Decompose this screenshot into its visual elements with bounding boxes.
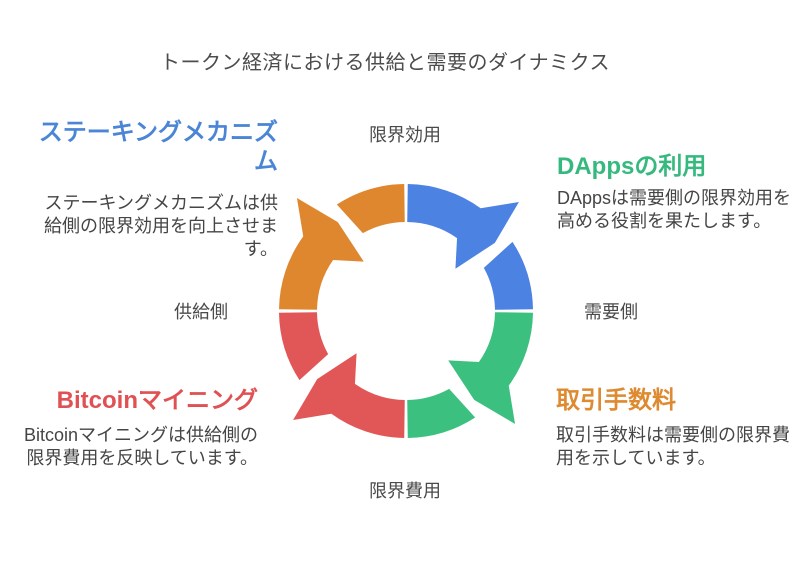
arrow-shape-top-left [279,184,405,310]
arrow-shape-bottom-left [279,312,405,438]
callout-fees: 取引手数料 取引手数料は需要側の限界費 用を示しています。 [556,386,796,470]
callout-dapps-title: DAppsの利用 [557,153,707,180]
label-demand-side: 需要側 [584,302,638,322]
arrow-shape-bottom-right [407,312,533,438]
callout-staking: ステーキングメカニズ ム ステーキングメカニズムは供 給側の限界効用を向上させま… [16,118,278,261]
cycle-diagram [279,184,533,438]
segment-arrow-top-right [407,184,533,310]
arrow-shape-top-right [407,184,533,310]
callout-bitcoin-title: Bitcoinマイニング [56,387,258,414]
callout-fees-body: 取引手数料は需要側の限界費 用を示しています。 [556,425,790,468]
label-supply-side: 供給側 [174,302,228,322]
callout-staking-title: ステーキングメカニズ ム [38,119,278,175]
callout-bitcoin: Bitcoinマイニング Bitcoinマイニングは供給側の 限界費用を反映して… [6,386,258,470]
callout-dapps: DAppsの利用 DAppsは需要側の限界効用を 高める役割を果たします。 [557,152,797,233]
segment-arrow-bottom-right [407,312,533,438]
segment-arrow-top-left [279,184,405,310]
label-marginal-cost: 限界費用 [369,481,441,501]
page-title: トークン経済における供給と需要のダイナミクス [160,52,610,74]
label-marginal-utility: 限界効用 [369,125,441,145]
segment-arrow-bottom-left [279,312,405,438]
callout-dapps-body: DAppsは需要側の限界効用を 高める役割を果たします。 [557,188,792,231]
callout-staking-body: ステーキングメカニズムは供 給側の限界効用を向上させま す。 [44,193,278,259]
callout-bitcoin-body: Bitcoinマイニングは供給側の 限界費用を反映しています。 [23,425,258,468]
callout-fees-title: 取引手数料 [556,387,676,414]
